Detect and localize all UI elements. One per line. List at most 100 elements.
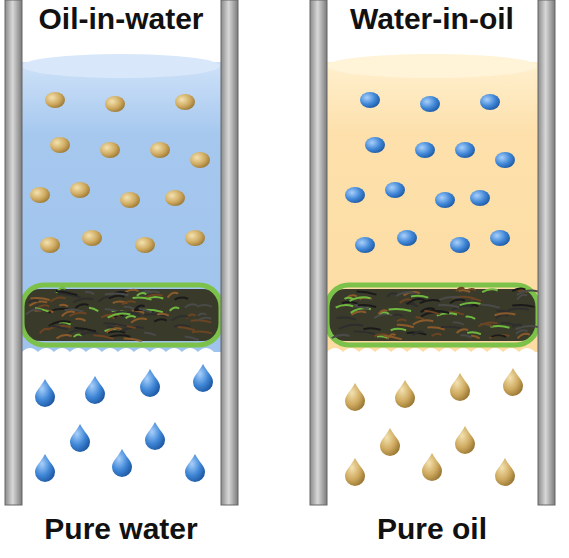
water-droplet	[360, 92, 380, 108]
fiber	[157, 314, 169, 316]
water-droplet	[490, 230, 510, 246]
fiber	[516, 326, 539, 329]
water-droplet	[355, 237, 375, 253]
fiber	[109, 296, 125, 299]
fiber	[459, 290, 470, 292]
fiber	[397, 319, 407, 321]
fiber	[29, 301, 47, 305]
fiber	[416, 317, 424, 319]
fiber	[413, 332, 424, 336]
fiber	[56, 291, 78, 295]
fiber	[411, 296, 428, 298]
membrane-edge	[327, 285, 538, 345]
fiber	[126, 316, 136, 318]
fiber	[124, 338, 142, 341]
fiber	[122, 301, 136, 304]
water-droplet	[480, 94, 500, 110]
fiber	[438, 305, 459, 307]
fiber	[495, 313, 516, 315]
fiber	[137, 293, 146, 296]
fiber	[170, 307, 179, 310]
fiber	[394, 315, 403, 317]
fiber	[424, 311, 440, 315]
oil-droplet	[135, 237, 155, 253]
oil-droplet	[82, 230, 102, 246]
fiber	[391, 329, 406, 331]
fiber	[198, 318, 211, 321]
oil-drop	[380, 428, 400, 456]
fiber	[185, 337, 199, 341]
water-droplet	[495, 152, 515, 168]
oil-droplet	[185, 230, 205, 246]
fiber	[501, 323, 515, 325]
oil-droplet	[175, 94, 195, 110]
emulsion-label: Oil-in-water	[38, 2, 203, 35]
fiber	[178, 327, 195, 330]
water-drop	[185, 454, 205, 482]
fiber	[76, 319, 86, 321]
oil-droplet	[40, 237, 60, 253]
fiber	[413, 320, 433, 324]
water-droplet	[345, 187, 365, 203]
product-label: Pure water	[44, 512, 197, 545]
fiber	[450, 300, 465, 304]
water-drop	[35, 454, 55, 482]
fiber	[40, 329, 49, 333]
fiber	[460, 335, 471, 337]
water-drop	[70, 424, 90, 452]
fiber	[50, 297, 65, 301]
fiber	[89, 308, 98, 311]
water-drop	[35, 379, 55, 407]
fiber	[387, 293, 397, 297]
fiber	[489, 335, 509, 338]
fiber	[191, 320, 212, 322]
fiber	[457, 329, 469, 333]
fiber	[69, 330, 85, 333]
oil-drop	[503, 368, 523, 396]
fiber	[407, 333, 427, 335]
water-droplet	[365, 137, 385, 153]
fiber	[50, 326, 67, 330]
oil-droplet	[50, 137, 70, 153]
fiber	[354, 332, 375, 335]
product-label: Pure oil	[377, 512, 487, 545]
fiber	[354, 306, 369, 309]
fiber	[339, 325, 363, 329]
oil-drop	[422, 453, 442, 481]
water-droplet	[435, 192, 455, 208]
oil-droplet	[70, 182, 90, 198]
fiber	[518, 334, 530, 338]
fiber	[69, 313, 86, 316]
fiber	[453, 322, 464, 324]
fiber	[133, 298, 152, 300]
water-drop	[145, 422, 165, 450]
fiber	[332, 335, 350, 338]
fiber	[384, 336, 402, 340]
water-drop	[85, 376, 105, 404]
fiber	[197, 305, 212, 307]
fiber	[407, 299, 425, 304]
water-droplet	[415, 142, 435, 158]
oil-drop	[455, 426, 475, 454]
fiber	[139, 309, 152, 313]
fiber	[124, 307, 134, 309]
oil-droplet	[165, 190, 185, 206]
fiber	[482, 289, 498, 292]
fiber	[74, 335, 82, 337]
fiber	[85, 292, 94, 294]
fiber	[337, 318, 356, 320]
water-droplet	[385, 182, 405, 198]
fiber	[144, 333, 156, 336]
fiber	[75, 304, 88, 308]
fiber	[378, 310, 387, 314]
fiber	[73, 298, 93, 302]
water-drop	[193, 364, 213, 392]
fiber	[94, 335, 114, 338]
fiber	[81, 332, 99, 334]
fiber	[467, 332, 481, 334]
fiber	[172, 316, 189, 321]
fiber	[481, 304, 500, 307]
oil-droplet	[150, 142, 170, 158]
